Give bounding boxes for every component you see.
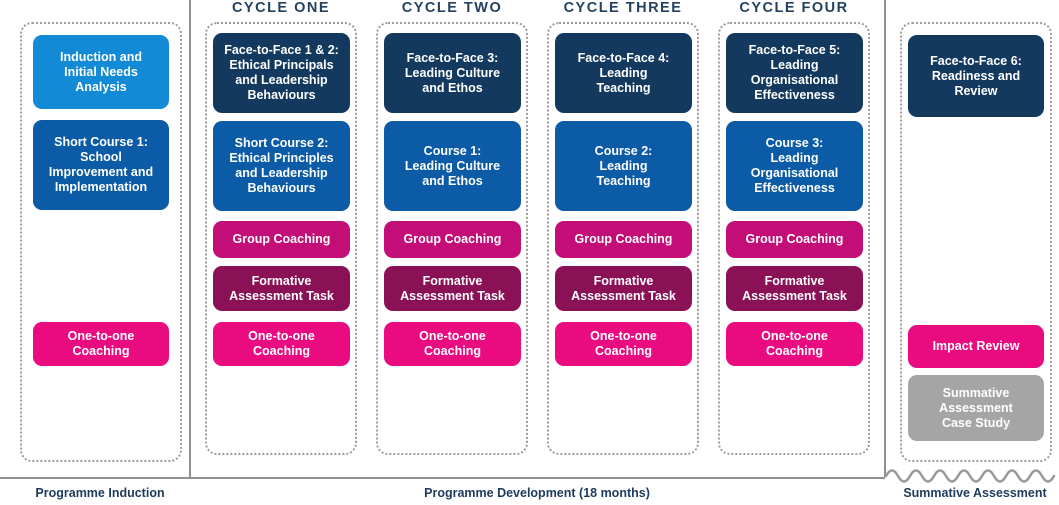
group-coaching-box: Group Coaching xyxy=(726,221,863,258)
cycle-two-column xyxy=(376,22,528,455)
one-to-one-coaching-box: One-to-one Coaching xyxy=(213,322,350,366)
cycle-three-column xyxy=(547,22,699,455)
timeline-squiggle xyxy=(884,469,1056,483)
formative-assessment-box: Formative Assessment Task xyxy=(726,266,863,311)
course-box: Course 2: Leading Teaching xyxy=(555,121,692,211)
one-to-one-coaching-box: One-to-one Coaching xyxy=(384,322,521,366)
face-to-face-box: Face-to-Face 3: Leading Culture and Etho… xyxy=(384,33,521,113)
one-to-one-coaching-box: One-to-one Coaching xyxy=(555,322,692,366)
cycle-three-header: CYCLE THREE xyxy=(563,0,683,16)
summative-assessment-label: Summative Assessment xyxy=(903,486,1047,500)
cycle-four-column xyxy=(718,22,870,455)
cycle-one-header: CYCLE ONE xyxy=(231,0,331,16)
formative-assessment-box: Formative Assessment Task xyxy=(213,266,350,311)
course-box: Course 3: Leading Organisational Effecti… xyxy=(726,121,863,211)
one-to-one-coaching-box: One-to-one Coaching xyxy=(33,322,169,366)
cycle-two-header: CYCLE TWO xyxy=(401,0,503,16)
impact-review-box: Impact Review xyxy=(908,325,1044,368)
programme-development-label: Programme Development (18 months) xyxy=(424,486,650,500)
cycle-one-column xyxy=(205,22,357,455)
summative-assessment-column xyxy=(900,22,1052,462)
programme-induction-label: Programme Induction xyxy=(35,486,165,500)
formative-assessment-box: Formative Assessment Task xyxy=(555,266,692,311)
section-divider-right xyxy=(884,0,886,477)
face-to-face-6-box: Face-to-Face 6: Readiness and Review xyxy=(908,35,1044,117)
timeline-baseline xyxy=(0,477,885,479)
group-coaching-box: Group Coaching xyxy=(555,221,692,258)
face-to-face-box: Face-to-Face 4: Leading Teaching xyxy=(555,33,692,113)
short-course-1-box: Short Course 1: School Improvement and I… xyxy=(33,120,169,210)
formative-assessment-box: Formative Assessment Task xyxy=(384,266,521,311)
course-box: Short Course 2: Ethical Principles and L… xyxy=(213,121,350,211)
one-to-one-coaching-box: One-to-one Coaching xyxy=(726,322,863,366)
cycle-four-header: CYCLE FOUR xyxy=(739,0,849,16)
face-to-face-box: Face-to-Face 5: Leading Organisational E… xyxy=(726,33,863,113)
induction-initial-needs-box: Induction and Initial Needs Analysis xyxy=(33,35,169,109)
group-coaching-box: Group Coaching xyxy=(384,221,521,258)
course-box: Course 1: Leading Culture and Ethos xyxy=(384,121,521,211)
face-to-face-box: Face-to-Face 1 & 2: Ethical Principals a… xyxy=(213,33,350,113)
summative-case-study-box: Summative Assessment Case Study xyxy=(908,375,1044,441)
group-coaching-box: Group Coaching xyxy=(213,221,350,258)
programme-induction-column xyxy=(20,22,182,462)
section-divider-left xyxy=(189,0,191,477)
